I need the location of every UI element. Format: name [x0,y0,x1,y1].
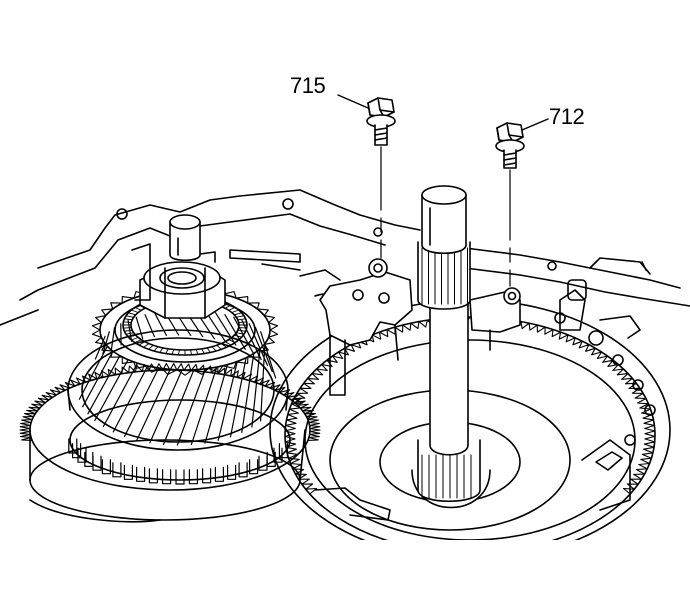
leader-line-712 [521,118,549,131]
bolt-712 [495,122,525,287]
case-housing [0,189,690,326]
input-shaft [411,185,491,509]
output-nut [131,243,226,319]
bracket-plate [319,258,521,396]
dowel-pin [169,214,201,262]
callout-712: 712 [549,104,585,129]
callout-715: 715 [290,73,326,98]
counter-gear [19,362,321,523]
bolt-715 [366,97,396,259]
leader-line-715 [337,94,369,109]
